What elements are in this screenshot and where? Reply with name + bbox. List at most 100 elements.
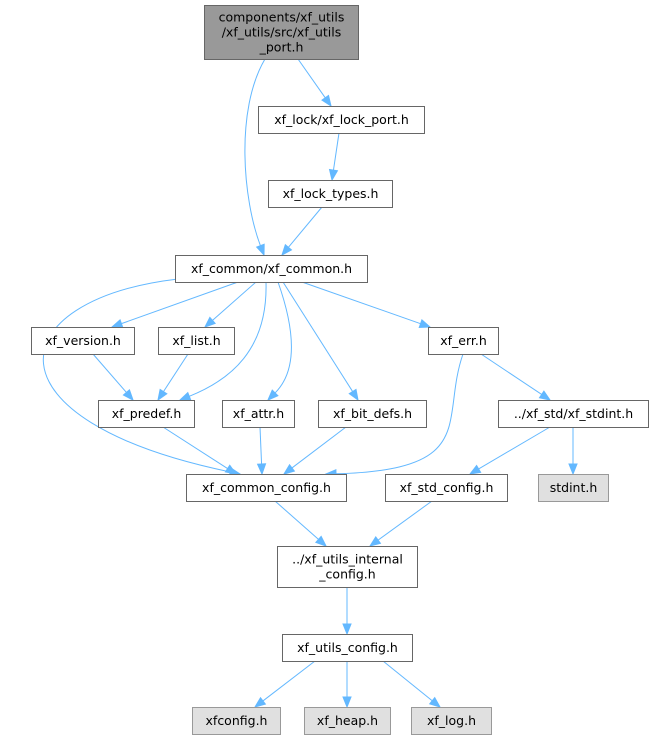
edge-utils_config-to-heap bbox=[342, 661, 352, 709]
arrowhead bbox=[568, 463, 578, 476]
edge-utils_config-to-xfconfig bbox=[253, 660, 316, 708]
node-box bbox=[222, 400, 295, 428]
node-box bbox=[31, 327, 135, 355]
node-list[interactable]: xf_list.h bbox=[158, 327, 235, 355]
node-std_config[interactable]: xf_std_config.h bbox=[385, 474, 508, 502]
edge-line bbox=[478, 426, 551, 470]
node-label: xf_utils_config.h bbox=[297, 640, 398, 655]
arrowhead bbox=[428, 696, 442, 708]
node-log[interactable]: xf_log.h bbox=[411, 707, 492, 735]
node-label: xf_common_config.h bbox=[202, 480, 331, 495]
node-label: _config.h bbox=[318, 567, 375, 582]
edge-list-to-predef bbox=[157, 353, 189, 402]
node-label: xfconfig.h bbox=[206, 713, 268, 728]
node-stdint[interactable]: stdint.h bbox=[538, 474, 609, 502]
edge-line bbox=[332, 132, 340, 171]
arrowhead bbox=[418, 319, 432, 328]
edge-version-to-predef bbox=[92, 353, 134, 402]
edge-internal_config-to-utils_config bbox=[342, 587, 352, 636]
node-err[interactable]: xf_err.h bbox=[428, 327, 499, 355]
edge-line bbox=[301, 281, 421, 325]
edge-common-to-list bbox=[203, 281, 257, 328]
node-label: xf_lock_types.h bbox=[283, 186, 379, 201]
edge-line bbox=[382, 660, 433, 702]
node-label: xf_predef.h bbox=[112, 406, 182, 421]
edge-utils_config-to-log bbox=[382, 660, 442, 708]
edge-line bbox=[162, 426, 228, 470]
node-bitdefs[interactable]: xf_bit_defs.h bbox=[318, 400, 427, 428]
edge-line bbox=[274, 500, 319, 540]
arrowhead bbox=[256, 463, 267, 476]
nodes-layer: components/xf_utils/xf_utils/src/xf_util… bbox=[31, 5, 649, 735]
node-label: xf_version.h bbox=[45, 333, 121, 348]
node-label: xf_err.h bbox=[440, 333, 487, 348]
edge-attr-to-common_config bbox=[256, 426, 267, 476]
edge-predef-to-common_config bbox=[162, 426, 238, 475]
node-box bbox=[192, 707, 281, 735]
node-internal_config[interactable]: ../xf_utils_internal_config.h bbox=[277, 546, 418, 588]
node-common[interactable]: xf_common/xf_common.h bbox=[175, 255, 368, 283]
node-box bbox=[282, 634, 413, 662]
edge-root-to-common bbox=[244, 58, 266, 257]
edge-line bbox=[291, 426, 347, 469]
edge-bitdefs-to-common_config bbox=[282, 426, 347, 475]
node-label: stdint.h bbox=[550, 480, 598, 495]
arrowhead bbox=[267, 389, 279, 401]
arrowhead bbox=[468, 464, 482, 475]
edge-line bbox=[121, 281, 239, 325]
node-box bbox=[175, 255, 368, 283]
node-box bbox=[158, 327, 235, 355]
node-label: _port.h bbox=[259, 40, 304, 55]
node-xfconfig[interactable]: xfconfig.h bbox=[192, 707, 281, 735]
node-box bbox=[304, 707, 391, 735]
node-box bbox=[204, 5, 359, 60]
arrowhead bbox=[314, 535, 328, 547]
node-version[interactable]: xf_version.h bbox=[31, 327, 135, 355]
node-box bbox=[258, 106, 425, 134]
edge-common-to-bitdefs bbox=[282, 281, 359, 402]
arrowhead bbox=[342, 696, 352, 709]
node-heap[interactable]: xf_heap.h bbox=[304, 707, 391, 735]
node-stdint_std[interactable]: ../xf_std/xf_stdint.h bbox=[498, 400, 649, 428]
node-box bbox=[428, 327, 499, 355]
edge-root-to-lock_port bbox=[297, 58, 332, 108]
node-box bbox=[538, 474, 609, 502]
arrowhead bbox=[328, 168, 339, 182]
node-root[interactable]: components/xf_utils/xf_utils/src/xf_util… bbox=[204, 5, 359, 60]
arrowhead bbox=[203, 316, 217, 328]
node-label: xf_heap.h bbox=[317, 713, 378, 728]
edge-stdint_std-to-std_config bbox=[468, 426, 551, 475]
arrowhead bbox=[157, 388, 168, 402]
node-lock_port[interactable]: xf_lock/xf_lock_port.h bbox=[258, 106, 425, 134]
node-predef[interactable]: xf_predef.h bbox=[98, 400, 195, 428]
node-box bbox=[411, 707, 492, 735]
node-box bbox=[498, 400, 649, 428]
node-common_config[interactable]: xf_common_config.h bbox=[186, 474, 347, 502]
edge-stdint_std-to-stdint bbox=[568, 427, 578, 476]
arrowhead bbox=[122, 388, 134, 402]
arrowhead bbox=[282, 463, 296, 475]
node-box bbox=[318, 400, 427, 428]
arrowhead bbox=[224, 464, 238, 475]
node-label: components/xf_utils bbox=[219, 10, 345, 25]
edge-line bbox=[282, 281, 354, 392]
arrowhead bbox=[110, 319, 124, 328]
node-label: xf_attr.h bbox=[233, 406, 284, 421]
node-attr[interactable]: xf_attr.h bbox=[222, 400, 295, 428]
edge-common_config-to-internal_config bbox=[274, 500, 328, 547]
node-lock_types[interactable]: xf_lock_types.h bbox=[268, 180, 393, 208]
node-box bbox=[277, 546, 418, 588]
edge-common-to-err bbox=[301, 281, 432, 328]
edge-line bbox=[212, 281, 257, 321]
node-utils_config[interactable]: xf_utils_config.h bbox=[282, 634, 413, 662]
edge-common-to-attr bbox=[267, 281, 293, 401]
edge-line bbox=[274, 281, 293, 394]
arrowhead bbox=[178, 391, 192, 401]
edge-err-to-stdint_std bbox=[480, 353, 552, 401]
node-label: xf_bit_defs.h bbox=[333, 406, 412, 421]
node-box bbox=[268, 180, 393, 208]
node-box bbox=[385, 474, 508, 502]
edges-layer bbox=[43, 58, 578, 709]
arrowhead bbox=[348, 388, 359, 402]
edge-common-to-common_config bbox=[43, 278, 242, 477]
